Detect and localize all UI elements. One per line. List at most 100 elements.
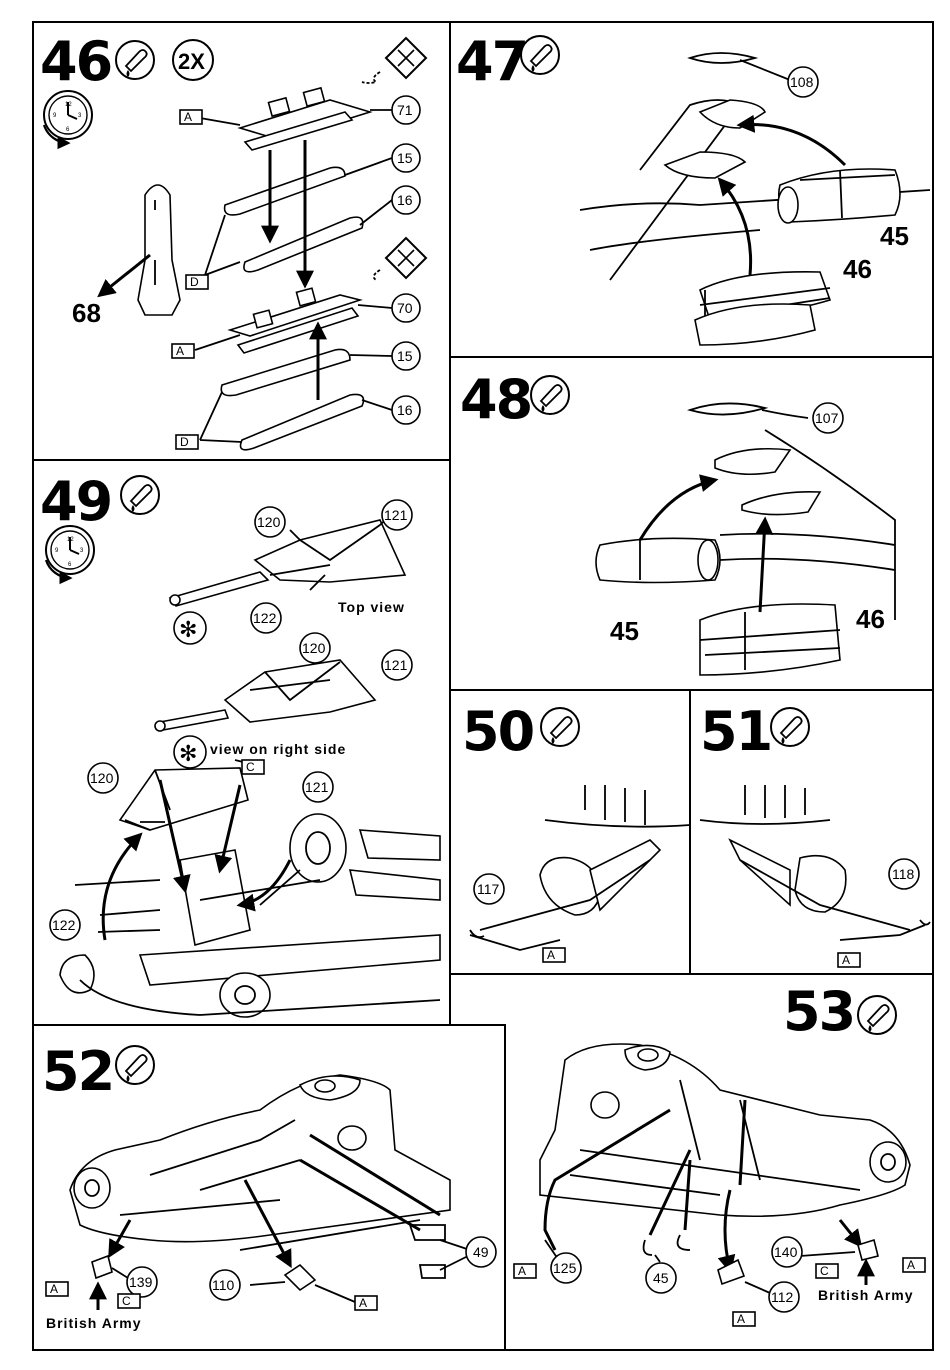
part-callout: 108	[788, 67, 818, 97]
part-callout: 139	[127, 1267, 157, 1297]
svg-text:121: 121	[305, 779, 329, 795]
sprue-tag: D	[176, 435, 198, 449]
part-callout: 110	[210, 1270, 240, 1300]
part-46-label: 46	[856, 604, 885, 634]
rotate-clock-icon	[44, 91, 92, 143]
sprue-tag: A	[838, 953, 860, 967]
svg-text:A: A	[50, 1282, 58, 1296]
rotate-clock-icon	[46, 526, 94, 578]
svg-text:A: A	[176, 344, 184, 358]
step-48: 48 107 45 46	[460, 368, 895, 675]
svg-text:A: A	[184, 110, 192, 124]
gun-side-view-drawing	[155, 660, 375, 731]
glue-icon	[771, 708, 809, 746]
svg-text:110: 110	[212, 1277, 235, 1293]
step-46: 46 2X	[40, 30, 426, 450]
svg-text:140: 140	[774, 1244, 798, 1260]
step-50-number: 50	[462, 700, 533, 763]
svg-text:122: 122	[253, 610, 277, 626]
part-46-label: 46	[843, 254, 872, 284]
wing-drawing	[580, 53, 930, 345]
part-callout: 70	[392, 294, 420, 322]
sprue-tag: D	[186, 275, 208, 289]
fuselage-left-drawing	[70, 1075, 470, 1302]
sprue-tag: A	[543, 948, 565, 962]
part-callout: 49	[466, 1237, 496, 1267]
sprue-tag: C	[816, 1264, 838, 1278]
part-callout: 125	[551, 1253, 581, 1283]
svg-text:121: 121	[384, 657, 408, 673]
step-53-number: 53	[783, 980, 854, 1043]
svg-text:117: 117	[477, 881, 500, 897]
glue-icon	[116, 41, 154, 79]
step-46-number: 46	[40, 30, 111, 93]
svg-text:✻: ✻	[179, 742, 197, 767]
part-45-label: 45	[610, 616, 639, 646]
part-callout: 121	[382, 650, 412, 680]
part-callout: 122	[251, 603, 281, 633]
sprue-tag: A	[355, 1296, 377, 1310]
glue-icon	[121, 476, 159, 514]
part-68-label: 68	[72, 298, 101, 328]
step-52: 52 139 110 49 A C A British Army	[42, 1040, 496, 1331]
asterisk-icon: ✻	[174, 612, 206, 644]
step-53: 53 125 45 112 140 A A C A Britis	[514, 980, 925, 1326]
sprue-tag: A	[46, 1282, 68, 1296]
svg-text:120: 120	[302, 640, 326, 656]
svg-text:108: 108	[790, 74, 814, 90]
sprue-tag: A	[903, 1258, 925, 1272]
svg-text:15: 15	[397, 150, 413, 166]
svg-text:A: A	[907, 1258, 915, 1272]
svg-text:122: 122	[52, 917, 76, 933]
step-48-number: 48	[460, 368, 531, 431]
svg-text:A: A	[359, 1296, 367, 1310]
svg-text:45: 45	[653, 1270, 669, 1286]
glue-icon	[531, 376, 569, 414]
part-callout: 121	[303, 772, 333, 802]
svg-text:A: A	[518, 1264, 526, 1278]
wing-drawing	[596, 403, 895, 675]
part-callout: 71	[392, 96, 420, 124]
asterisk-icon: ✻	[174, 736, 206, 768]
step-52-number: 52	[42, 1040, 113, 1103]
gun-top-view-drawing	[170, 520, 405, 606]
svg-text:A: A	[547, 948, 555, 962]
step-49: 49 120 121 122 Top view ✻ 120 121 ✻ view…	[40, 470, 440, 1017]
svg-text:C: C	[246, 760, 255, 774]
british-army-caption: British Army	[46, 1315, 142, 1331]
part-callout: 120	[88, 763, 118, 793]
glue-icon	[858, 996, 896, 1034]
part-callout: 120	[255, 507, 285, 537]
sprue-tag: A	[733, 1312, 755, 1326]
svg-text:139: 139	[129, 1274, 153, 1290]
svg-text:D: D	[180, 435, 189, 449]
step-51-number: 51	[700, 700, 771, 763]
glue-icon	[541, 708, 579, 746]
svg-text:49: 49	[473, 1244, 489, 1260]
svg-text:C: C	[122, 1294, 131, 1308]
part-callout: 121	[382, 500, 412, 530]
drill-hole-icon	[362, 38, 426, 83]
part-callout: 15	[392, 144, 420, 172]
part-callout: 117	[474, 874, 504, 904]
step-49-number: 49	[40, 470, 111, 533]
part-callout: 112	[769, 1282, 799, 1312]
step-51: 51 118 A	[700, 700, 930, 967]
stub-wing-part-68	[100, 185, 180, 315]
helicopter-nose-drawing	[60, 760, 440, 1017]
part-callout: 140	[772, 1237, 802, 1267]
svg-text:107: 107	[815, 410, 839, 426]
step-50: 50 117 A	[462, 700, 690, 962]
glue-icon	[116, 1046, 154, 1084]
drill-hole-icon	[374, 238, 426, 280]
svg-text:✻: ✻	[179, 618, 197, 643]
sprue-tag: A	[172, 344, 194, 358]
svg-text:70: 70	[397, 300, 413, 316]
part-callout: 122	[50, 910, 80, 940]
svg-text:C: C	[820, 1264, 829, 1278]
sprue-tag: C	[118, 1294, 140, 1308]
part-callout: 16	[392, 186, 420, 214]
multiplier-label: 2X	[178, 49, 205, 74]
svg-text:120: 120	[257, 514, 281, 530]
